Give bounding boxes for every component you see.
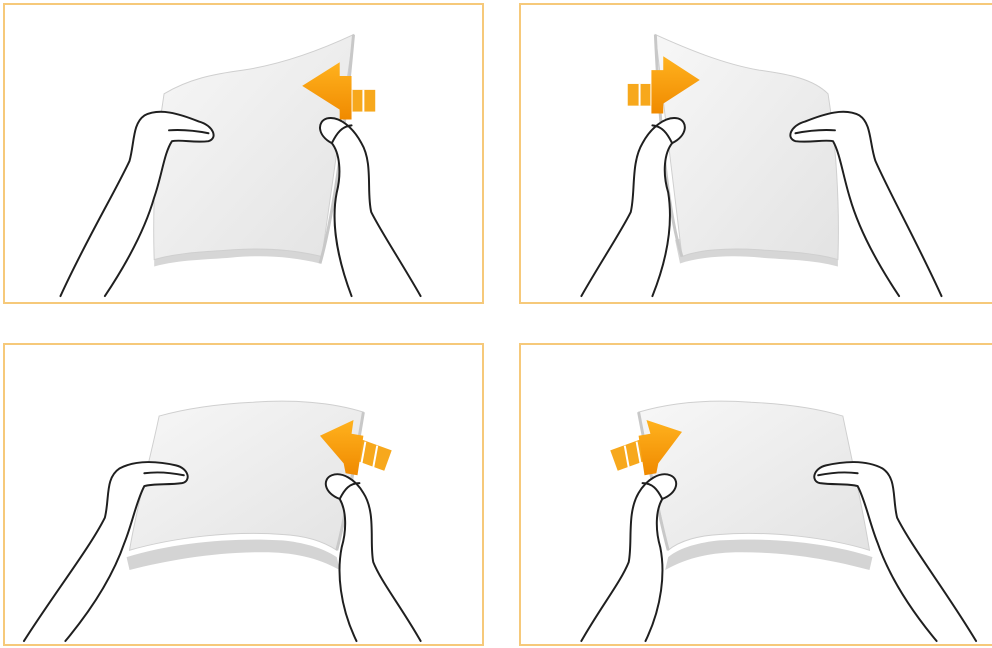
fanning-paper-illustration [5,345,482,644]
fanning-paper-illustration [5,5,482,302]
fanning-paper-illustration [521,5,992,302]
paper-stack-icon [154,35,354,267]
illustration-panel-4 [519,343,992,646]
illustration-panel-1 [3,3,484,304]
hand-icon [581,118,684,296]
illustration-panel-3 [3,343,484,646]
hand-icon [581,474,676,641]
fanning-paper-illustration [521,345,992,644]
illustration-panel-2 [519,3,992,304]
hand-icon [326,474,421,641]
hand-icon [320,118,421,296]
